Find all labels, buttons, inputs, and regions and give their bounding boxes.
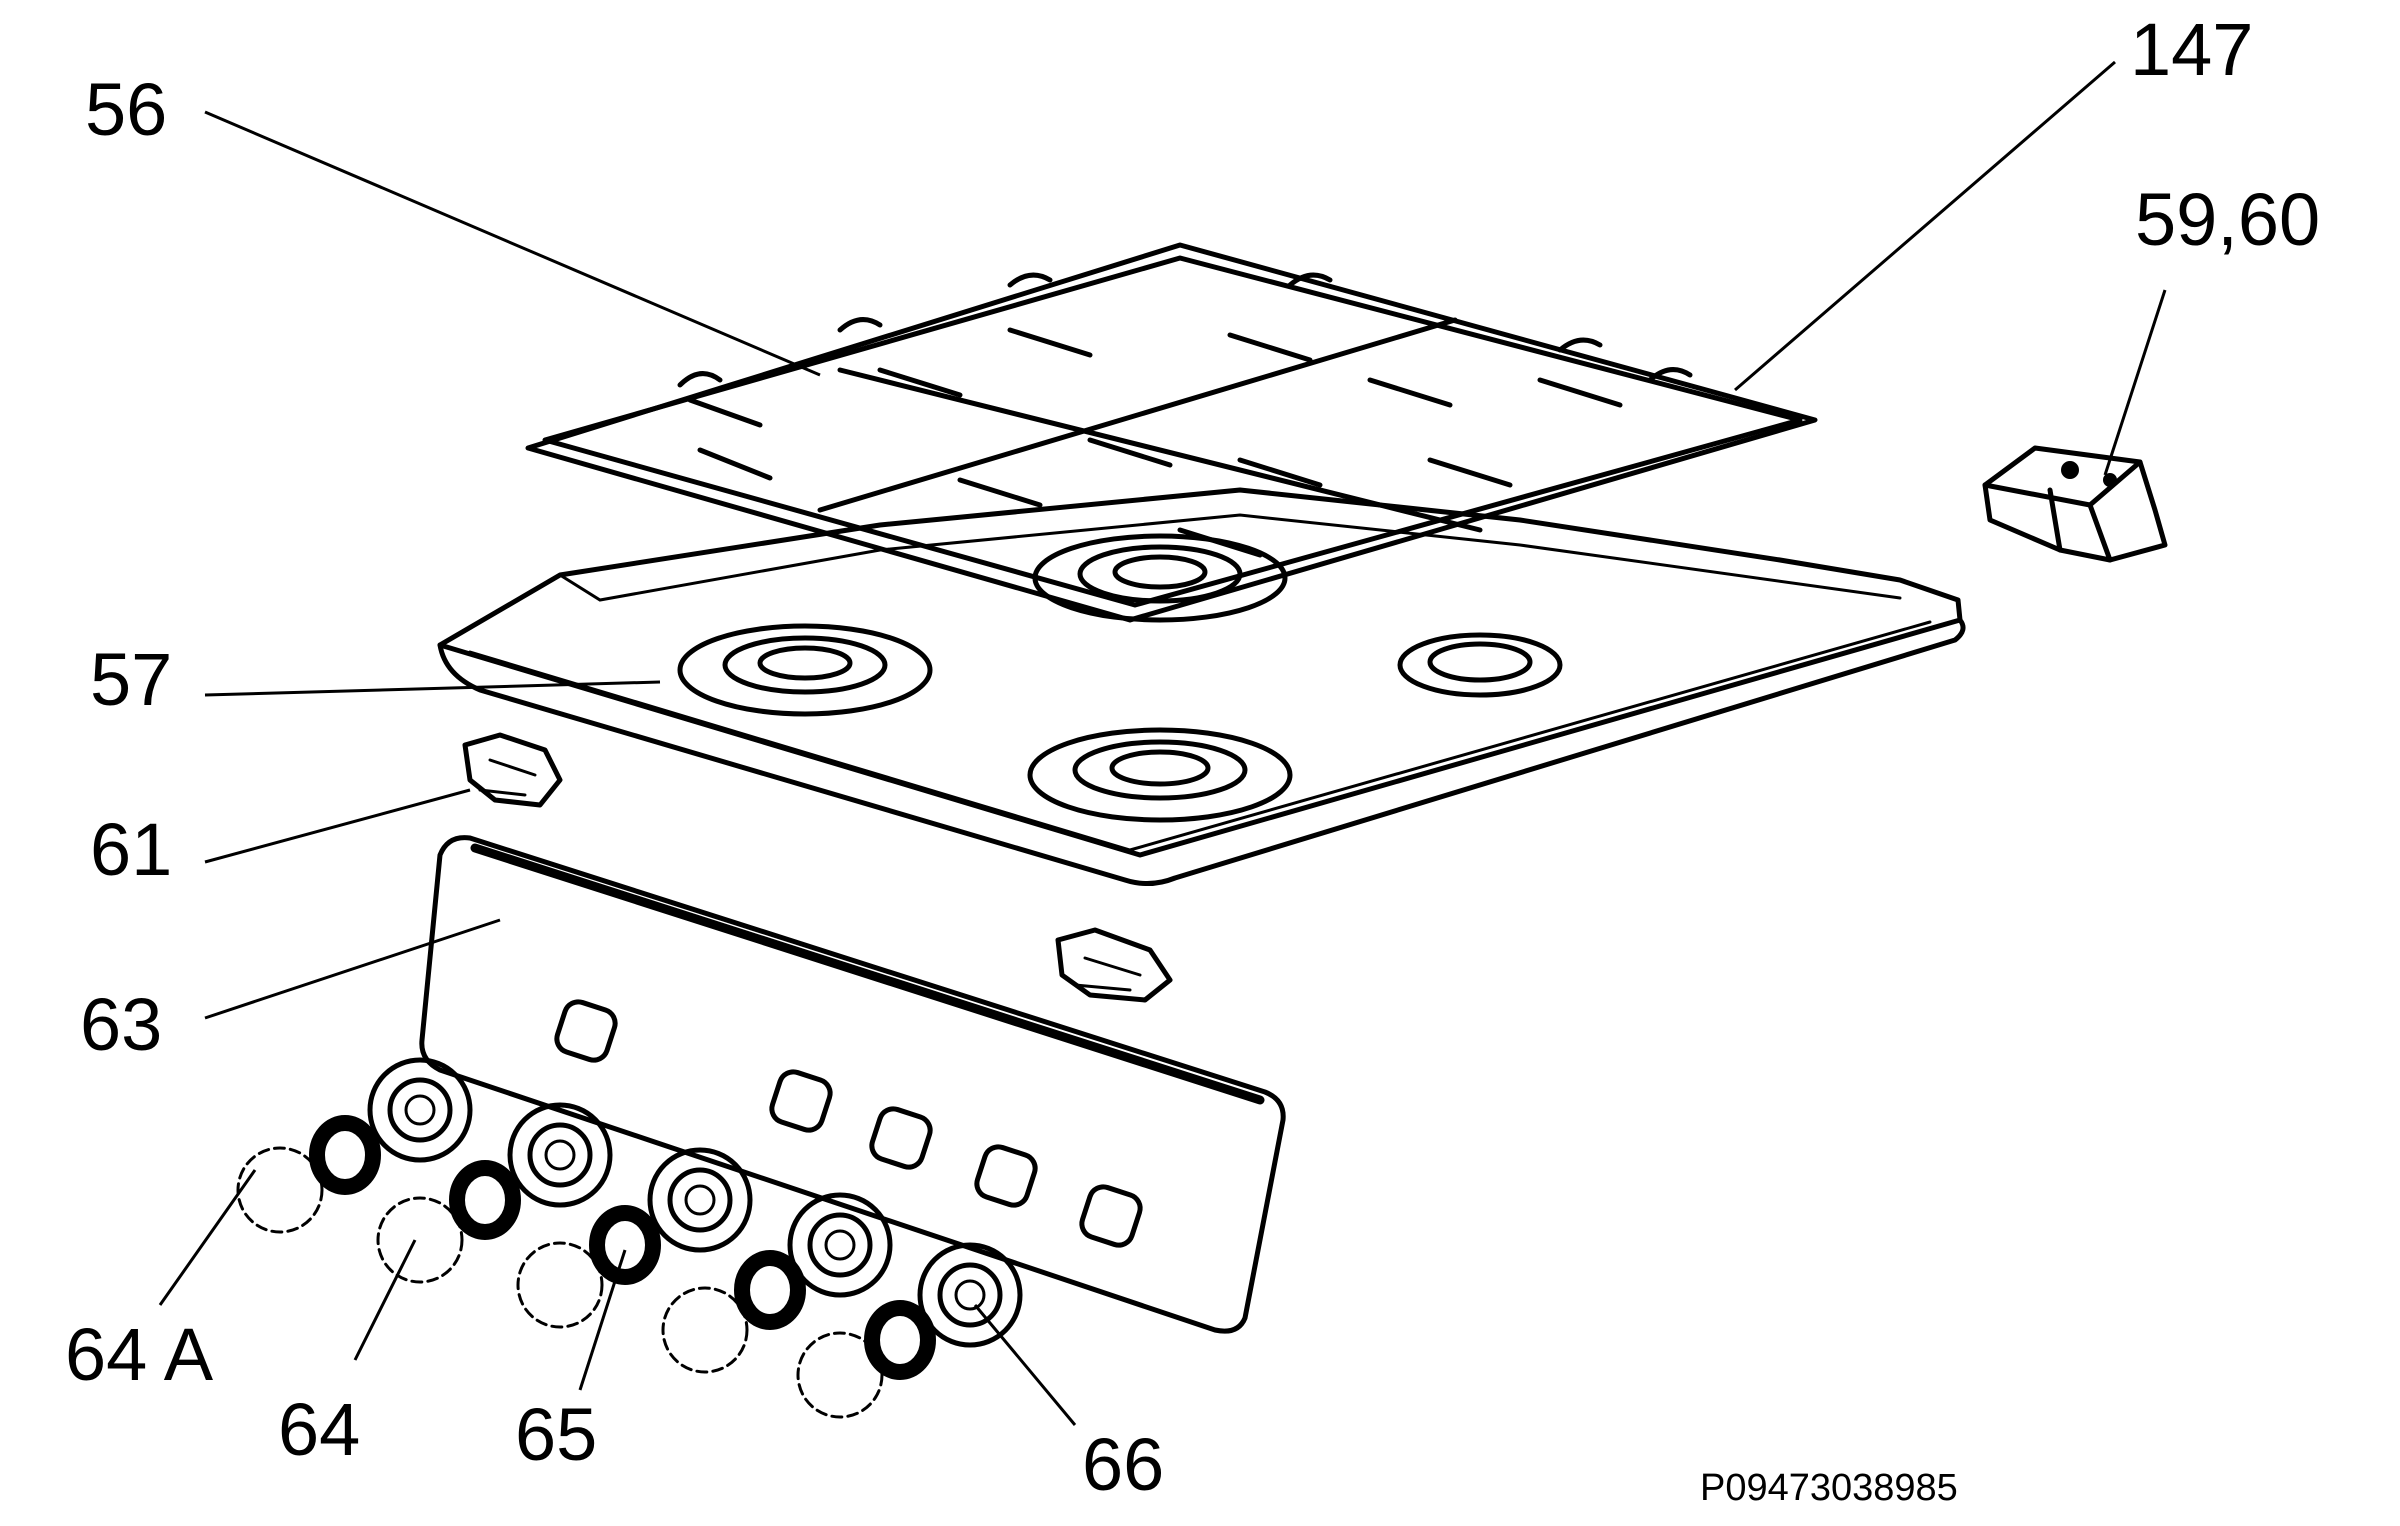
label-66: 66 — [1082, 1423, 1164, 1506]
label-57: 57 — [90, 638, 172, 721]
label-59-60: 59,60 — [2135, 178, 2320, 261]
label-56: 56 — [85, 68, 167, 151]
ignition-part-right — [1055, 927, 1173, 1003]
label-61: 61 — [90, 808, 172, 891]
control-knobs — [236, 1146, 884, 1419]
label-147: 147 — [2130, 8, 2253, 91]
hob-top-plate — [437, 487, 1966, 886]
leader-lines — [158, 60, 2167, 1426]
burner-right — [1397, 632, 1563, 698]
control-panel — [419, 835, 1286, 1334]
burner-front — [1027, 727, 1293, 823]
drawing-code: P09473038985 — [1700, 1467, 1958, 1509]
ignition-part-left — [462, 732, 563, 808]
label-64: 64 — [278, 1388, 360, 1471]
pan-support-grid — [525, 242, 1818, 623]
label-63: 63 — [80, 983, 162, 1066]
label-65: 65 — [515, 1393, 597, 1476]
knob-rings — [309, 1115, 936, 1380]
burner-left — [677, 623, 933, 717]
callout-labels: 56 147 59,60 57 61 63 64 A 64 65 66 P094… — [65, 8, 2320, 1509]
label-64a: 64 A — [65, 1313, 214, 1396]
knob-bezels — [367, 1057, 1023, 1348]
electrical-box — [1982, 445, 2168, 563]
